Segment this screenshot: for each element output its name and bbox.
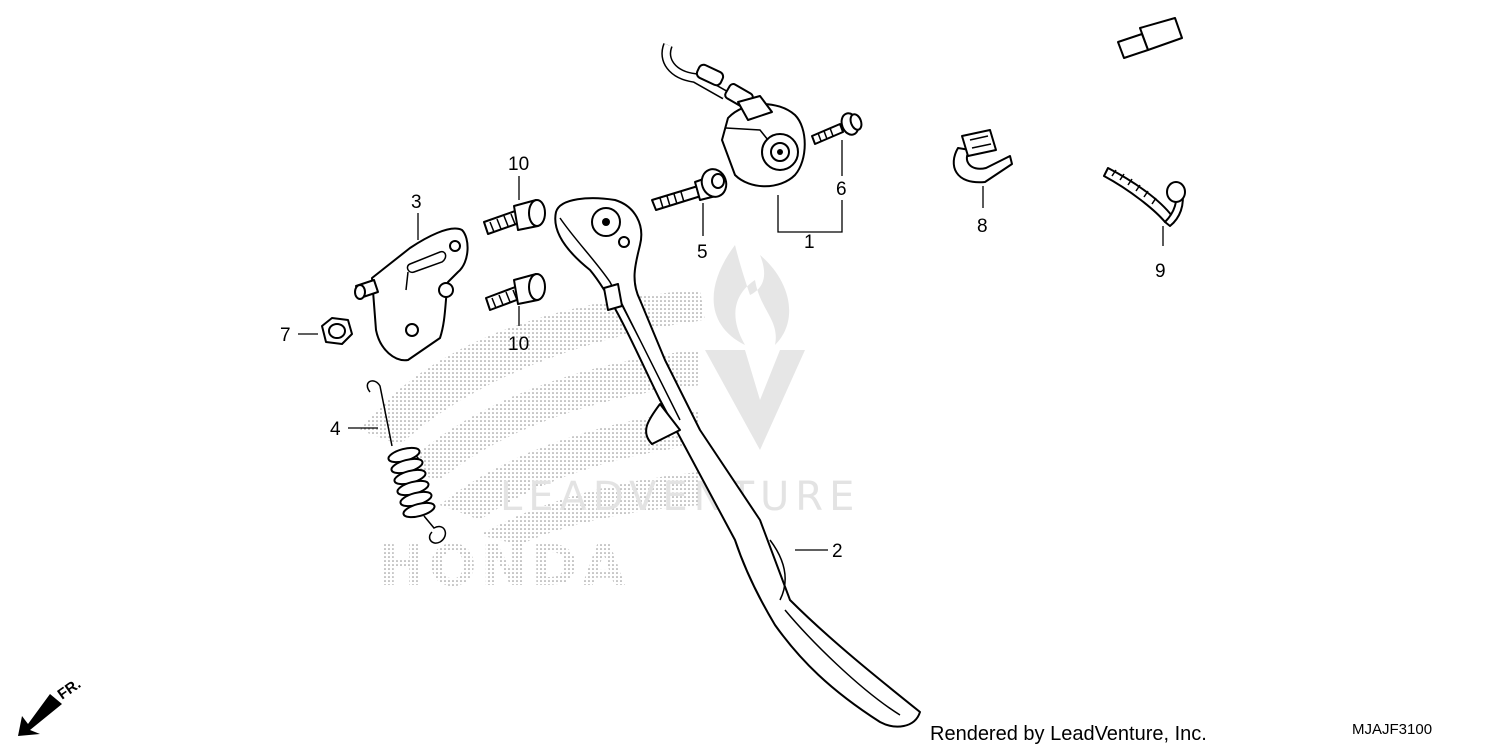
callout-3-label: 3 [411,192,422,213]
small-screw [354,279,379,300]
bracket-plate-part-3: 3 [371,192,469,362]
bolt-part-6: 6 [811,112,863,200]
spring-part-4: 4 [330,380,447,544]
leadventure-flame-logo [705,245,805,450]
front-direction-indicator: FR. [18,675,84,736]
callout-8-label: 8 [977,216,988,237]
honda-wing-watermark [360,290,705,545]
bolt-part-10-upper: 10 [483,154,546,235]
callout-5-label: 5 [697,242,708,263]
callout-10-upper-label: 10 [508,154,529,175]
side-stand-part-2: 2 [554,197,921,728]
callout-2-label: 2 [832,541,843,562]
leadventure-watermark: LEADVENTURE [500,474,860,520]
front-direction-label: FR. [55,675,85,703]
clamp-part-8: 8 [952,129,1013,237]
nut-part-7: 7 [280,317,353,346]
cable-tie-part-9: 9 [1103,167,1186,282]
side-stand-switch [661,14,1183,188]
spring-coils [387,446,436,519]
callout-4-label: 4 [330,419,341,440]
bolt-part-5: 5 [651,168,728,263]
bolt-part-10-lower: 10 [485,273,546,355]
callout-1-label: 1 [804,232,815,253]
callout-9-label: 9 [1155,261,1166,282]
footer-credit: Rendered by LeadVenture, Inc. [930,723,1207,745]
callout-6-label: 6 [836,179,847,200]
honda-brand-watermark: HONDA [378,534,629,599]
diagram-code: MJAJF3100 [1352,721,1432,738]
front-arrow-icon [18,694,62,736]
callout-1: 1 [777,195,843,253]
callout-7-label: 7 [280,325,291,346]
callout-10-lower-label: 10 [508,334,529,355]
